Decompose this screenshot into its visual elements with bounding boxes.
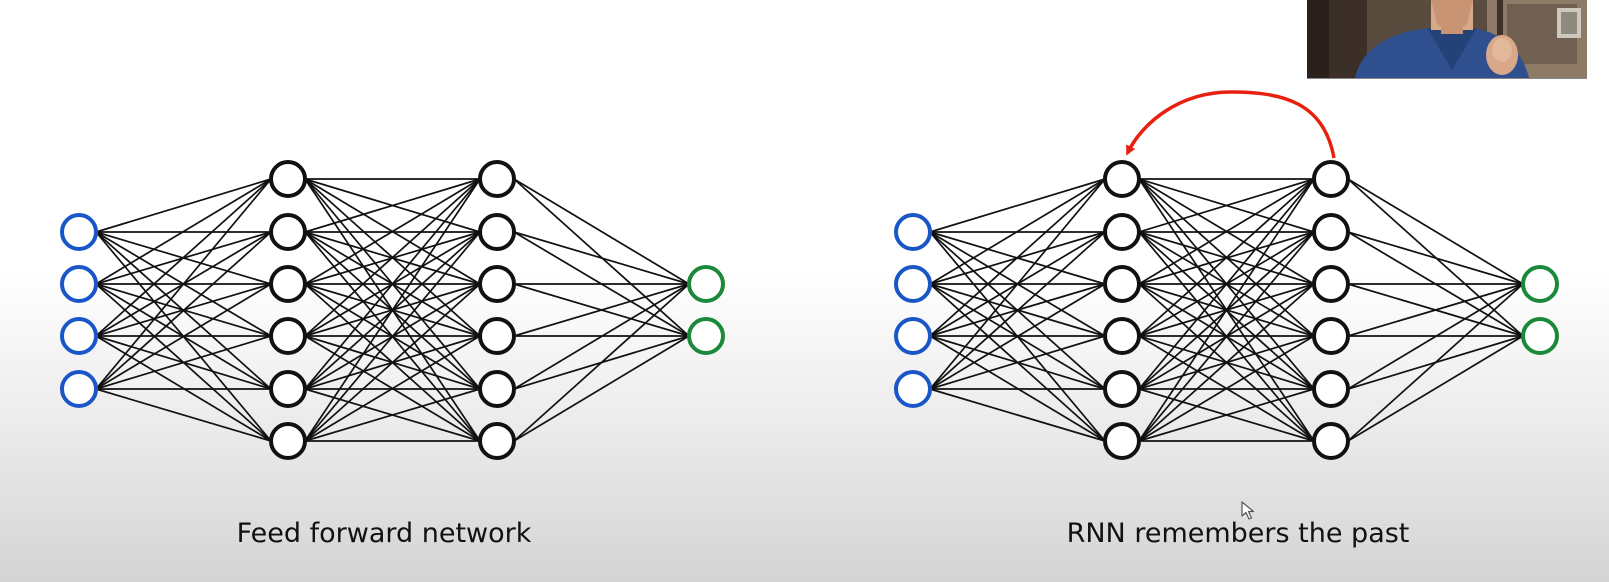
rnn-edges [929, 178, 1524, 442]
edge [1138, 231, 1315, 442]
edge [304, 178, 481, 390]
hidden-node [478, 265, 516, 303]
edge [95, 178, 272, 233]
hidden-node [269, 422, 307, 460]
hidden-node [269, 370, 307, 408]
edge [95, 335, 272, 390]
hidden-node [269, 160, 307, 198]
edge [95, 388, 272, 442]
edge [95, 178, 272, 285]
edge [304, 388, 481, 442]
hidden-node [1103, 265, 1141, 303]
rnn-caption: RNN remembers the past [1066, 518, 1410, 549]
hidden-node [1312, 160, 1350, 198]
edge [1138, 178, 1315, 337]
edge [95, 178, 272, 390]
edge [1347, 283, 1524, 337]
input-node [894, 370, 932, 408]
hidden-node [1312, 213, 1350, 251]
input-node [60, 370, 98, 408]
edge [95, 178, 272, 337]
hidden-node [269, 265, 307, 303]
hidden-node [478, 370, 516, 408]
edge [304, 178, 481, 233]
input-node [60, 265, 98, 303]
hidden-node [1103, 160, 1141, 198]
output-node [1521, 265, 1559, 303]
feed-forward-network [60, 160, 725, 460]
rnn-network [894, 90, 1559, 460]
mouse-pointer-icon [1241, 501, 1255, 520]
edge [513, 283, 690, 390]
output-node [687, 265, 725, 303]
presenter-webcam [1307, 0, 1587, 79]
edge [1138, 178, 1315, 285]
hidden-node [1312, 317, 1350, 355]
edge [1347, 231, 1524, 285]
edge [304, 178, 481, 337]
edge [304, 178, 481, 285]
input-node [894, 265, 932, 303]
hidden-node [1103, 213, 1141, 251]
output-node [687, 317, 725, 355]
hidden-node [269, 317, 307, 355]
edge [304, 178, 481, 442]
edge [1347, 178, 1524, 285]
hidden-node [478, 422, 516, 460]
hidden-node [478, 317, 516, 355]
edge [1347, 335, 1524, 442]
input-node [60, 317, 98, 355]
edge [1347, 283, 1524, 390]
edge [929, 178, 1106, 390]
hidden-node [1312, 265, 1350, 303]
recurrent-arrow [1126, 90, 1336, 159]
edge [929, 335, 1106, 390]
edge [929, 231, 1106, 390]
hidden-node [478, 213, 516, 251]
hidden-node [269, 213, 307, 251]
edge [304, 231, 481, 442]
hidden-node [1312, 370, 1350, 408]
edge [1138, 388, 1315, 442]
input-node [60, 213, 98, 251]
edge [513, 283, 690, 442]
edge [929, 283, 1106, 390]
hidden-node [1103, 422, 1141, 460]
input-node [894, 317, 932, 355]
edge [929, 388, 1106, 442]
hidden-node [478, 160, 516, 198]
hidden-node [1103, 317, 1141, 355]
input-node [894, 213, 932, 251]
edge [1138, 283, 1315, 442]
edge [1138, 178, 1315, 390]
edge [513, 283, 690, 337]
feed-forward-caption: Feed forward network [236, 518, 532, 549]
edge [513, 231, 690, 285]
feed-forward-edges [95, 178, 690, 442]
edge [929, 178, 1106, 337]
output-node [1521, 317, 1559, 355]
edge [1138, 178, 1315, 442]
hidden-node [1312, 422, 1350, 460]
edge [1138, 178, 1315, 233]
hidden-node [1103, 370, 1141, 408]
edge [929, 178, 1106, 285]
edge [95, 283, 272, 390]
edge [513, 178, 690, 285]
edge [304, 283, 481, 442]
edge [95, 231, 272, 390]
edge [929, 178, 1106, 233]
edge [304, 335, 481, 442]
edge [1347, 283, 1524, 442]
edge [1138, 335, 1315, 442]
edge [513, 335, 690, 442]
